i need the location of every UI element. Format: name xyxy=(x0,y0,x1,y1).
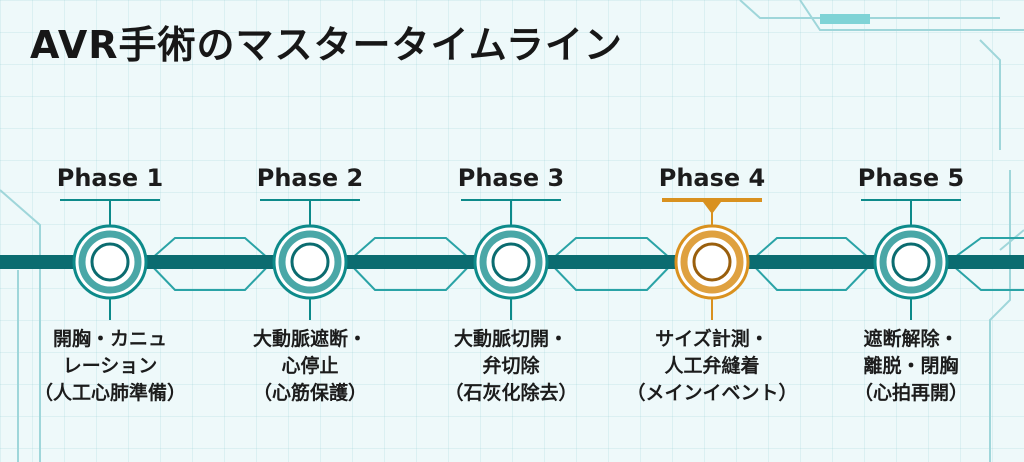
phase-2-description: 大動脈遮断・ 心停止 （心筋保護） xyxy=(210,326,410,407)
phase-2-node-middle-ring xyxy=(278,230,342,294)
phase-5-node-middle-ring xyxy=(879,230,943,294)
phase-4-desc-line-3: （メインイベント） xyxy=(626,382,798,404)
phase-4-description: サイズ計測・ 人工弁縫着 （メインイベント） xyxy=(612,326,812,407)
phase-3-description: 大動脈切開・ 弁切除 （石灰化除去） xyxy=(411,326,611,407)
phase-1-node-center xyxy=(90,242,130,282)
active-pointer-icon xyxy=(703,202,721,214)
phase-3-desc-line-3: （石灰化除去） xyxy=(444,382,578,404)
connector-trace-lower xyxy=(950,263,1024,291)
phase-2-node-center xyxy=(290,242,330,282)
phase-5-desc-line-1: 遮断解除・ xyxy=(863,328,959,350)
phase-2-desc-line-3: （心筋保護） xyxy=(252,382,367,404)
phase-1-node-middle-ring xyxy=(78,230,142,294)
phase-5-description: 遮断解除・ 離脱・閉胸 （心拍再開） xyxy=(811,326,1011,407)
connector-trace-upper xyxy=(950,237,1024,261)
phase-3-desc-line-2: 弁切除 xyxy=(482,355,540,377)
phase-1-desc-line-3: （人工心肺準備） xyxy=(33,382,186,404)
phase-4-desc-line-2: 人工弁縫着 xyxy=(664,355,760,377)
phase-2-desc-line-1: 大動脈遮断・ xyxy=(252,328,367,350)
phase-4-node-middle-ring xyxy=(680,230,744,294)
connector-trace-upper xyxy=(751,237,872,261)
phase-5-label: Phase 5 xyxy=(857,164,965,192)
connector-trace-lower xyxy=(751,263,872,291)
page-title: AVR手術のマスタータイムライン xyxy=(30,23,623,67)
phase-1-desc-line-2: レーション xyxy=(62,355,158,377)
connector-trace-upper xyxy=(149,237,271,261)
phase-3-label: Phase 3 xyxy=(457,164,565,192)
decorative-chip xyxy=(820,14,870,24)
connector-trace-upper xyxy=(349,237,472,261)
phase-2-desc-line-2: 心停止 xyxy=(281,355,339,377)
phase-3-desc-line-1: 大動脈切開・ xyxy=(453,328,568,350)
connector-trace-lower xyxy=(550,263,673,291)
phase-1-label: Phase 1 xyxy=(56,164,164,192)
connector-trace-lower xyxy=(349,263,472,291)
connector-trace-lower xyxy=(149,263,271,291)
phase-5-desc-line-2: 離脱・閉胸 xyxy=(863,355,959,377)
phase-1-desc-line-1: 開胸・カニュ xyxy=(52,328,167,350)
phase-4-desc-line-1: サイズ計測・ xyxy=(655,328,769,350)
phase-1-description: 開胸・カニュ レーション （人工心肺準備） xyxy=(10,326,210,407)
phase-3-node-center xyxy=(491,242,531,282)
phase-4-label: Phase 4 xyxy=(658,164,766,192)
phase-2-label: Phase 2 xyxy=(256,164,364,192)
phase-5-node-center xyxy=(891,242,931,282)
connector-trace-upper xyxy=(550,237,673,261)
phase-4-node-center xyxy=(692,242,732,282)
phase-3-node-middle-ring xyxy=(479,230,543,294)
phase-5-desc-line-3: （心拍再開） xyxy=(853,382,968,404)
